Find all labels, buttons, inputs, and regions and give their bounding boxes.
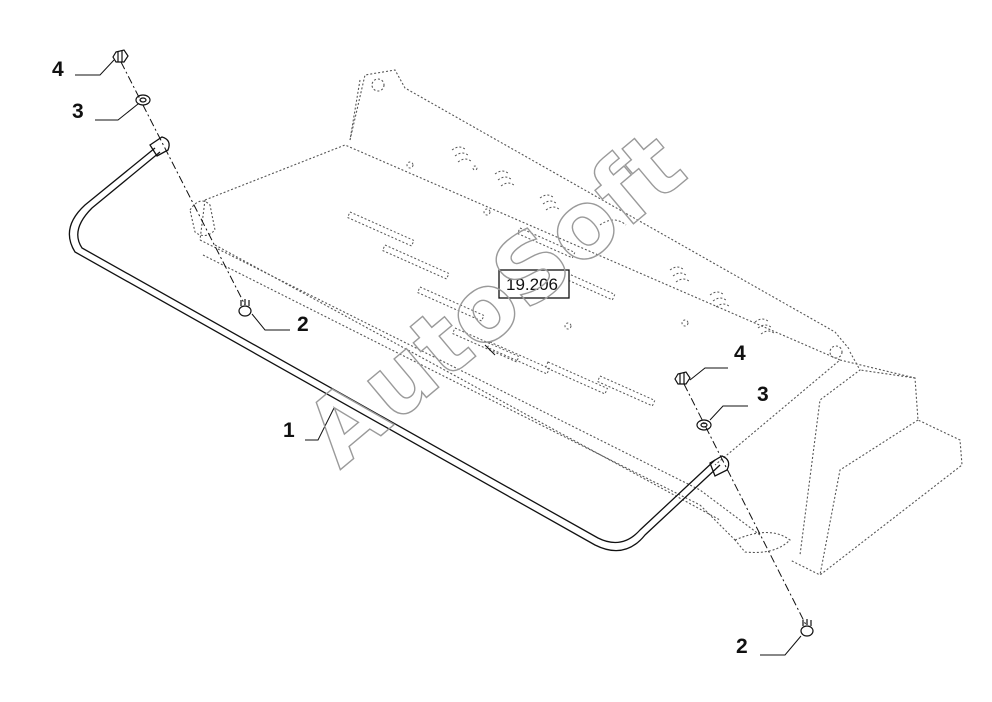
reference-box-label: 19.206 (506, 275, 558, 294)
reference-box: 19.206 (498, 269, 570, 299)
washer-right (696, 419, 712, 431)
callout-label-4-top: 4 (52, 58, 64, 81)
fasteners (112, 49, 814, 637)
callouts (75, 59, 802, 656)
mounting-tray (189, 69, 963, 576)
callout-label-2-mid: 2 (297, 313, 309, 336)
callout-label-1: 1 (283, 419, 295, 442)
watermark-text: AutoSoft (285, 111, 704, 487)
nut-right (674, 371, 691, 385)
bolt-bottom (800, 619, 814, 637)
callout-label-4-right: 4 (734, 342, 746, 365)
assembly-axes (120, 61, 807, 626)
callout-label-2-bottom: 2 (736, 635, 748, 658)
callout-label-3-top: 3 (72, 100, 84, 123)
nut-top-left (112, 49, 129, 63)
callout-label-3-right: 3 (757, 383, 769, 406)
plate-vents (406, 146, 776, 335)
bolt-mid (238, 299, 252, 317)
